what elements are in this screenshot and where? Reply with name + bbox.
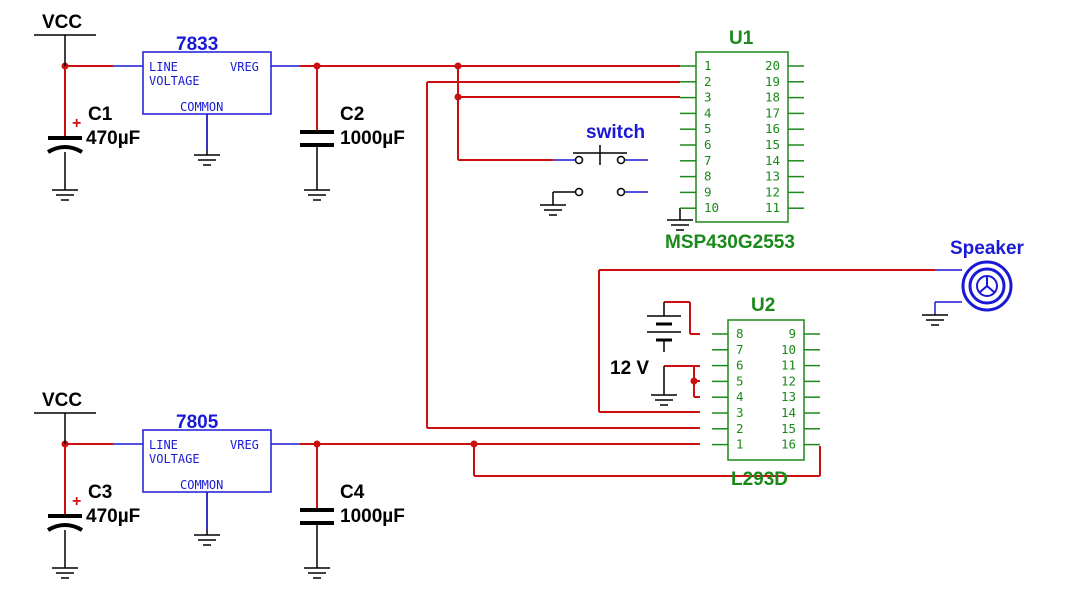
ic-designator: U2 (751, 295, 775, 316)
ic-pin-number: 18 (765, 90, 780, 105)
ic-pin-number: 6 (736, 358, 744, 373)
regulator-7833[interactable]: 7833 LINE VOLTAGE VREG COMMON (142, 34, 272, 115)
reg-voltage-label: VOLTAGE (149, 74, 200, 88)
polarity-plus-icon: + (72, 115, 81, 132)
vcc-label-bottom: VCC (42, 390, 82, 411)
switch-component[interactable]: switch (573, 122, 645, 197)
ic-pin-number: 2 (704, 74, 712, 89)
ground-icon (651, 385, 677, 406)
ic-pin-number: 8 (736, 326, 744, 341)
ground-icon (540, 191, 575, 216)
capacitor-label: C3 (88, 482, 112, 503)
regulator-7805[interactable]: 7805 LINE VOLTAGE VREG COMMON (142, 412, 272, 493)
ground-icon (304, 189, 330, 201)
reg-common-label: COMMON (180, 478, 223, 492)
ic-designator: U1 (729, 28, 754, 49)
ic-part-name: L293D (731, 469, 788, 490)
capacitor-c4[interactable]: C4 1000µF (300, 478, 405, 527)
capacitor-value: 1000µF (340, 506, 405, 527)
ic-pin-number: 3 (736, 405, 744, 420)
ic-pin-number: 6 (704, 137, 712, 152)
blue-stubs (113, 65, 962, 530)
ic-pin-number: 14 (781, 405, 796, 420)
ground-icon (194, 154, 220, 166)
ground-symbols (52, 154, 948, 579)
ic-pin-number: 16 (781, 437, 796, 452)
reg-voltage-label: VOLTAGE (149, 452, 200, 466)
speaker-label: Speaker (950, 238, 1025, 259)
ic-pin-number: 11 (765, 200, 780, 215)
speaker-icon (961, 260, 1013, 312)
ic-pin-number: 9 (788, 326, 796, 341)
ic-pin-number: 14 (765, 153, 780, 168)
ground-icon (194, 534, 220, 546)
ic-pin-number: 10 (704, 200, 719, 215)
ground-icon (922, 314, 948, 326)
ic-pin-number: 16 (765, 121, 780, 136)
ic-pin-number: 10 (781, 342, 796, 357)
reg-vreg-label: VREG (230, 60, 259, 74)
reg-vreg-label: VREG (230, 438, 259, 452)
ic-pin-number: 8 (704, 169, 712, 184)
polarity-plus-icon: + (72, 493, 81, 510)
ic-pin-number: 4 (736, 389, 744, 404)
ic-pin-number: 5 (736, 373, 744, 388)
ground-icon (52, 567, 78, 579)
ic-pin-number: 15 (765, 137, 780, 152)
wires (64, 65, 935, 478)
regulator-name: 7805 (176, 412, 219, 433)
ic-u1[interactable]: U1 MSP430G2553 1234567891020191817161514… (665, 28, 804, 253)
ic-pin-number: 3 (704, 90, 712, 105)
reg-line-label: LINE (149, 60, 178, 74)
ic-pin-number: 20 (765, 58, 780, 73)
capacitor-c1[interactable]: + C1 470µF (46, 100, 140, 154)
capacitor-label: C1 (88, 104, 113, 125)
ic-pin-number: 13 (781, 389, 796, 404)
ic-pin-number: 19 (765, 74, 780, 89)
ground-icon (304, 567, 330, 579)
ic-pin-number: 7 (736, 342, 744, 357)
ic-pin-number: 7 (704, 153, 712, 168)
ic-pin-number: 15 (781, 421, 796, 436)
ic-pin-number: 4 (704, 105, 712, 120)
ground-icon (52, 189, 78, 201)
battery-label: 12 V (610, 358, 649, 379)
ic-pin-number: 5 (704, 121, 712, 136)
ic-pin-number: 17 (765, 105, 780, 120)
switch-label: switch (586, 122, 645, 143)
capacitor-c3[interactable]: + C3 470µF (46, 478, 140, 532)
vcc-label-top: VCC (42, 12, 82, 33)
ground-icon (667, 208, 693, 231)
capacitor-c2[interactable]: C2 1000µF (300, 100, 405, 149)
ic-pin-number: 12 (781, 373, 796, 388)
ic-pin-number: 2 (736, 421, 744, 436)
capacitor-value: 470µF (86, 128, 140, 149)
ic-pin-number: 11 (781, 358, 796, 373)
reg-line-label: LINE (149, 438, 178, 452)
battery-12v[interactable]: 12 V (610, 302, 681, 385)
capacitor-value: 1000µF (340, 128, 405, 149)
ic-pin-number: 12 (765, 184, 780, 199)
reg-common-label: COMMON (180, 100, 223, 114)
capacitor-value: 470µF (86, 506, 140, 527)
ic-part-name: MSP430G2553 (665, 232, 795, 253)
regulator-name: 7833 (176, 34, 218, 55)
ic-pin-number: 1 (736, 437, 744, 452)
speaker-component[interactable]: Speaker (950, 238, 1025, 312)
capacitor-label: C4 (340, 482, 365, 503)
ic-pin-number: 1 (704, 58, 712, 73)
capacitor-label: C2 (340, 104, 364, 125)
ic-pin-number: 9 (704, 184, 712, 199)
ic-pin-number: 13 (765, 169, 780, 184)
junctions (61, 62, 698, 448)
